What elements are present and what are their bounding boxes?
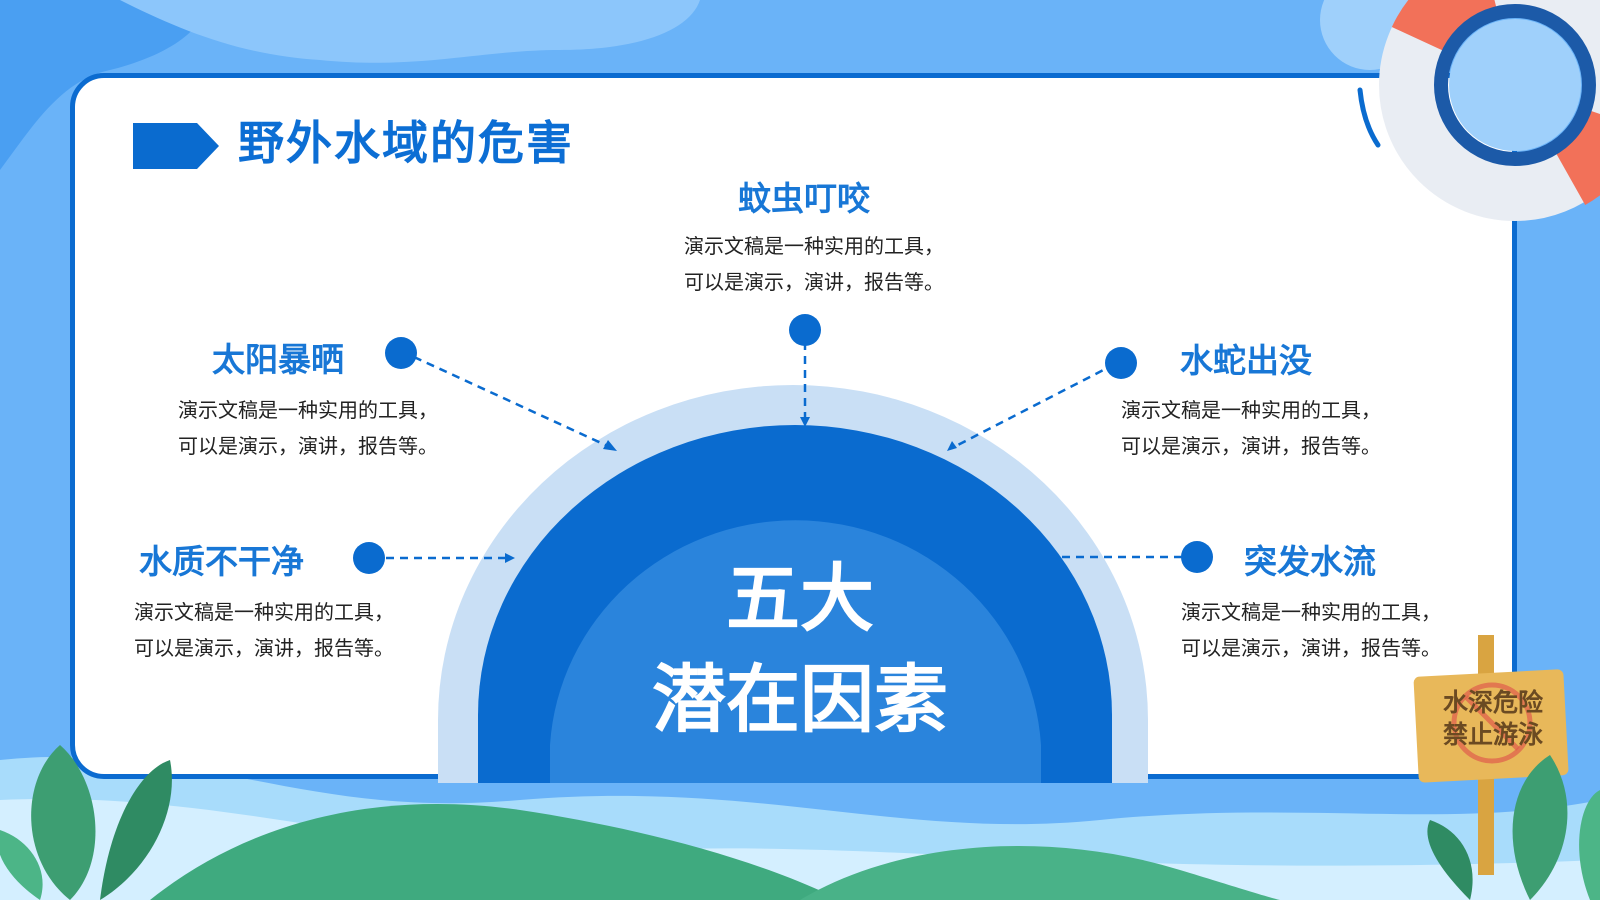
center-title-line2: 潜在因素 [652,657,948,743]
warning-sign-text: 水深危险 禁止游泳 [1428,687,1558,751]
factor-desc-sun: 演示文稿是一种实用的工具， 可以是演示，演讲，报告等。 [178,392,438,464]
factor-heading-snake: 水蛇出没 [1180,341,1312,380]
warning-sign-icon [1413,635,1569,875]
factor-heading-insect: 蚊虫叮咬 [738,179,870,218]
factor-desc-line: 可以是演示，演讲，报告等。 [1181,636,1441,660]
factor-heading-water: 水质不干净 [139,542,304,581]
connector-arrowheads [505,417,957,563]
factor-desc-line: 演示文稿是一种实用的工具， [134,600,394,624]
factor-desc-line: 演示文稿是一种实用的工具， [1181,600,1441,624]
factor-heading-sun: 太阳暴晒 [212,340,344,379]
factor-desc-water: 演示文稿是一种实用的工具， 可以是演示，演讲，报告等。 [134,594,394,666]
life-ring-icon [1357,0,1600,221]
plant-right-icon [1427,755,1600,900]
title-tag-icon [133,123,219,169]
factor-heading-current: 突发水流 [1244,542,1376,581]
factor-desc-snake: 演示文稿是一种实用的工具， 可以是演示，演讲，报告等。 [1121,392,1381,464]
factor-desc-line: 可以是演示，演讲，报告等。 [178,434,438,458]
hill-left [150,804,840,900]
hill-right [800,846,1280,900]
dot-current [1181,541,1213,573]
warning-sign-line: 水深危险 [1442,688,1543,717]
bg-cloud-left [0,0,210,170]
bg-cloud-top [120,0,700,63]
factor-desc-line: 可以是演示，演讲，报告等。 [684,270,944,294]
factor-desc-line: 可以是演示，演讲，报告等。 [134,636,394,660]
center-title-line1: 五大 [726,556,874,642]
dot-snake [1105,347,1137,379]
factor-desc-line: 演示文稿是一种实用的工具， [1121,398,1381,422]
factor-desc-current: 演示文稿是一种实用的工具， 可以是演示，演讲，报告等。 [1181,594,1441,666]
factor-desc-insect: 演示文稿是一种实用的工具， 可以是演示，演讲，报告等。 [684,228,944,300]
warning-sign-line: 禁止游泳 [1442,720,1543,749]
factor-desc-line: 演示文稿是一种实用的工具， [178,398,438,422]
factor-desc-line: 演示文稿是一种实用的工具， [684,234,944,258]
connector-lines [386,342,1196,560]
plant-left-icon [0,745,172,900]
dot-insect [789,314,821,346]
dot-water [353,542,385,574]
page-title: 野外水域的危害 [238,116,574,170]
dot-sun [385,337,417,369]
factor-desc-line: 可以是演示，演讲，报告等。 [1121,434,1381,458]
